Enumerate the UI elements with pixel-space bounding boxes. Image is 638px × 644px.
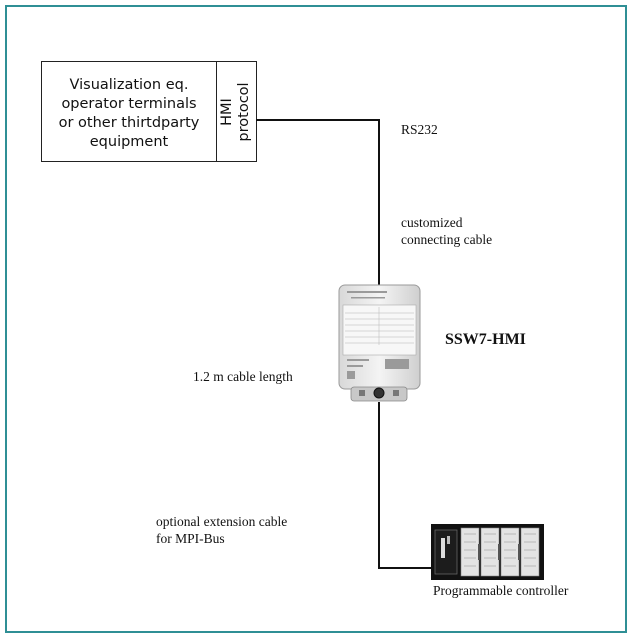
controller-label: Programmable controller	[433, 582, 568, 599]
customized-cable-label: customized connecting cable	[401, 214, 492, 248]
hmi-protocol-box: HMI protocol	[216, 62, 255, 161]
rs232-wire-horizontal	[256, 119, 379, 121]
visualization-equipment-box: Visualization eq. operator terminals or …	[41, 61, 257, 162]
rs232-label: RS232	[401, 121, 438, 138]
extension-cable-label: optional extension cable for MPI-Bus	[156, 513, 287, 547]
cable-length-label: 1.2 m cable length	[193, 368, 293, 385]
rs232-wire-vertical	[378, 119, 380, 285]
extension-wire-vertical	[378, 402, 380, 568]
device-name-label: SSW7-HMI	[445, 331, 526, 349]
extension-wire-horizontal	[378, 567, 433, 569]
ssw7-hmi-device-image	[337, 283, 422, 403]
visualization-equipment-label: Visualization eq. operator terminals or …	[42, 62, 216, 163]
hmi-protocol-label: HMI protocol	[219, 62, 253, 162]
programmable-controller-image	[431, 524, 544, 580]
